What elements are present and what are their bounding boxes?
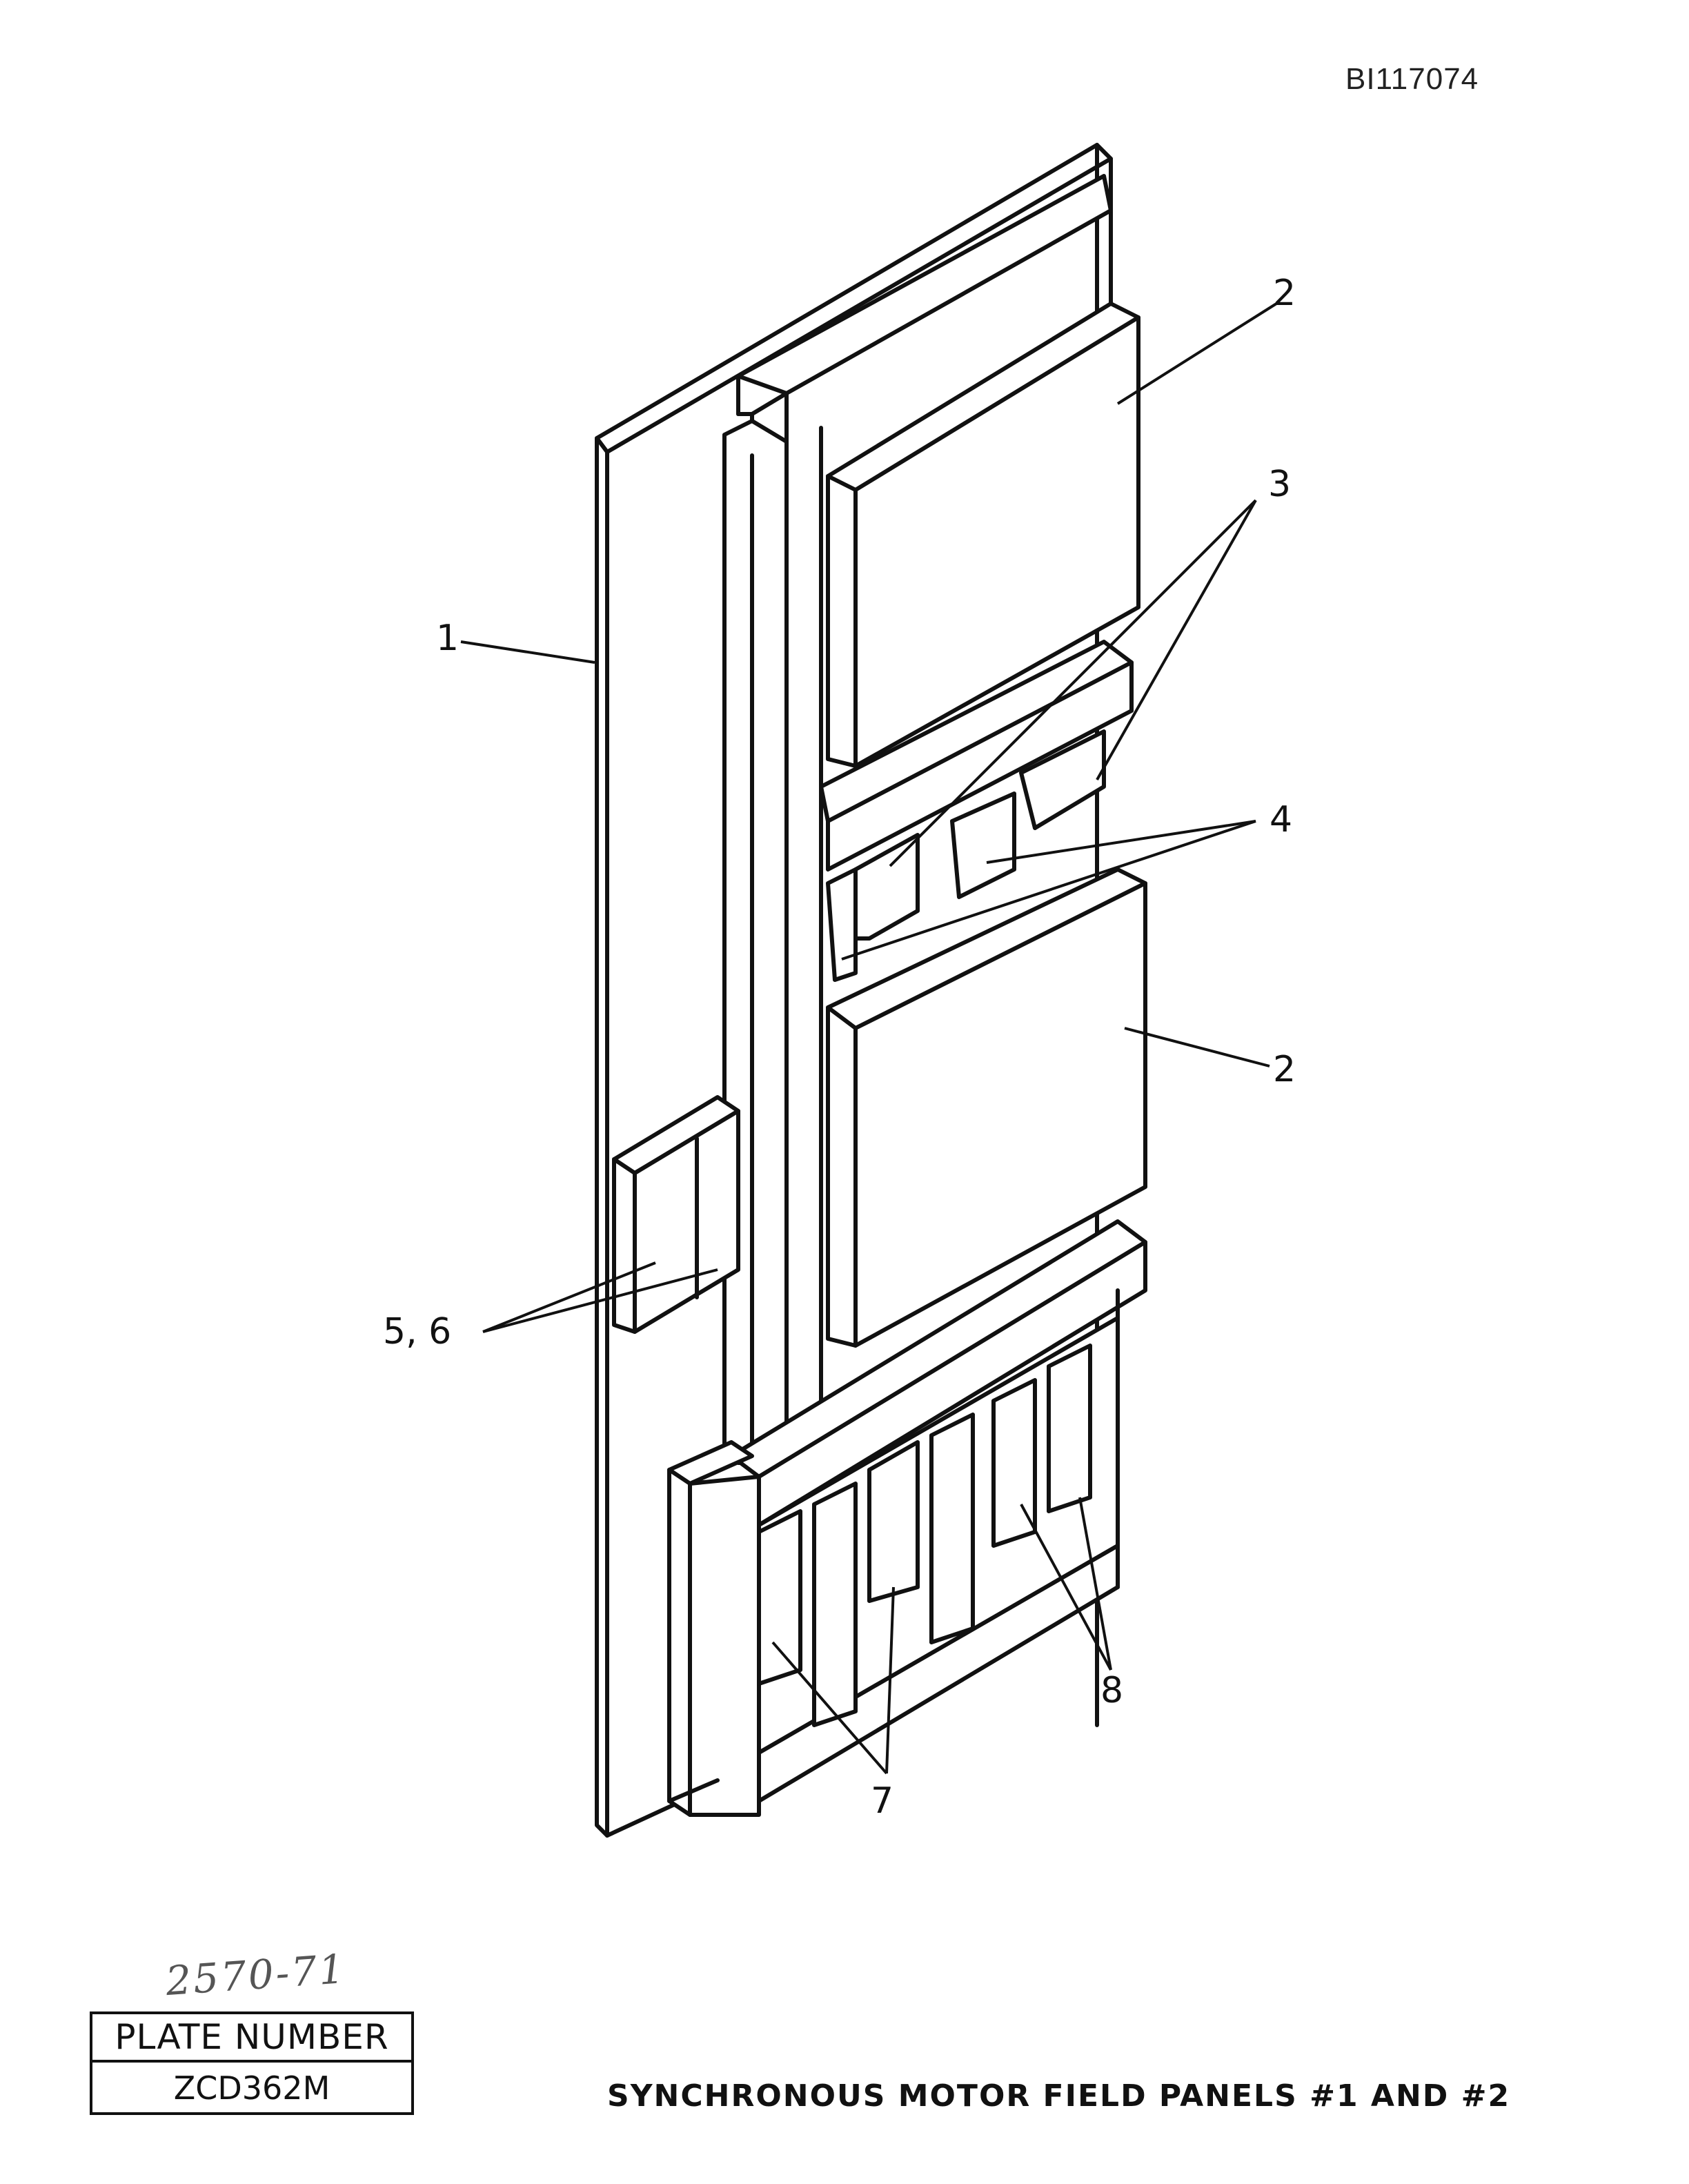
- leader-lines: [460, 302, 1278, 1775]
- callout-3: 3: [1268, 464, 1292, 505]
- upper-module: [826, 302, 1140, 768]
- drawing-title: SYNCHRONOUS MOTOR FIELD PANELS #1 AND #2: [607, 2078, 1511, 2114]
- document-id: BI117074: [1345, 62, 1479, 96]
- lower-module: [826, 867, 1147, 1348]
- callout-2-lower: 2: [1273, 1049, 1296, 1090]
- middle-rail: [819, 640, 1134, 872]
- vertical-channel: [722, 419, 823, 1465]
- relay-blocks: [826, 729, 1106, 982]
- callout-7: 7: [871, 1780, 894, 1822]
- callout-8: 8: [1100, 1670, 1124, 1711]
- plate-number-label: PLATE NUMBER: [92, 2014, 411, 2063]
- side-terminal-block: [612, 1095, 740, 1334]
- bottom-rectifier-section: [667, 1288, 1120, 1817]
- lower-channel: [729, 1219, 1147, 1527]
- callout-4: 4: [1270, 799, 1293, 840]
- callout-2-upper: 2: [1273, 273, 1296, 314]
- plate-number-box: PLATE NUMBER ZCD362M: [90, 2011, 414, 2115]
- callout-5-6: 5, 6: [383, 1311, 452, 1352]
- plate-number-value: ZCD362M: [173, 2069, 330, 2107]
- callout-1: 1: [436, 618, 460, 659]
